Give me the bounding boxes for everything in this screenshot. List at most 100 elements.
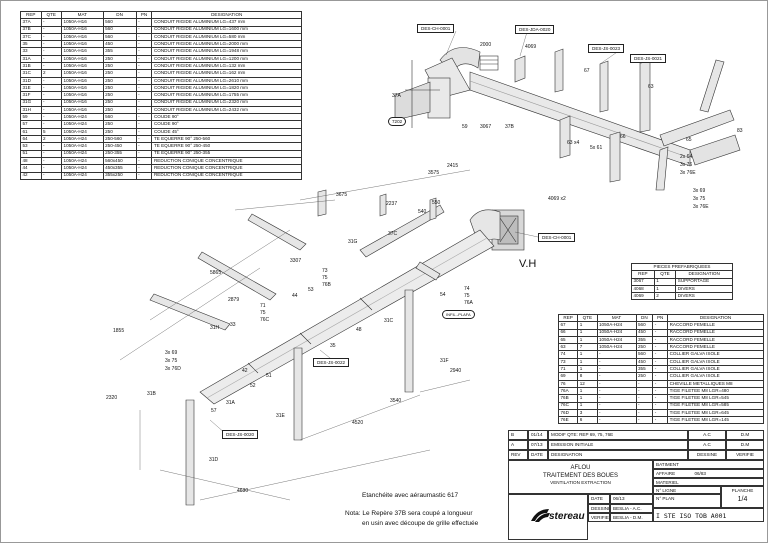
- table-cell: CONDUIT RIGIDE ALUMINIUM LG=1600 mm: [151, 25, 302, 34]
- table-cell: 74: [557, 350, 579, 359]
- view-label-vh: V.H: [519, 258, 537, 270]
- parts-table: REP QTE MAT DN PN DESIGNATION 37A-1050A-…: [20, 10, 302, 180]
- table-cell: 48: [20, 156, 42, 166]
- table-cell: 1: [653, 284, 677, 294]
- dimension-label: 3307: [290, 258, 302, 264]
- ref-label: 83: [737, 128, 743, 134]
- plan-label: N° PLAN: [653, 494, 721, 508]
- verifie-label: VERIFIE: [588, 513, 610, 522]
- callout-des-js-0021: DES-JS-0021: [630, 54, 667, 63]
- table-cell: -: [596, 416, 637, 425]
- planche-cell: PLANCHE 1/4: [721, 486, 764, 508]
- table-cell: 1: [577, 357, 598, 367]
- table-cell: -: [652, 394, 669, 403]
- table-cell: 53: [20, 142, 42, 151]
- table-cell: 1050A-H24: [61, 135, 104, 144]
- table-cell: 61: [20, 127, 42, 137]
- rev-a-date: 07/13: [528, 440, 548, 450]
- col-rep: REP: [631, 270, 655, 279]
- table-cell: 33: [20, 47, 42, 56]
- table-cell: REDUCTION CONIQUE CONCENTRIQUE: [151, 156, 302, 166]
- table-cell: CHEVILLE METALLIQUES M8: [667, 379, 764, 388]
- stereau-logo-icon: [531, 509, 550, 522]
- date-value: 06/13: [610, 494, 653, 504]
- table-cell: -: [40, 171, 63, 180]
- table-cell: 7: [577, 343, 598, 352]
- ref-label: 66: [620, 134, 626, 140]
- table-cell: REDUCTION CONIQUE CONCENTRIQUE: [151, 164, 302, 173]
- table-cell: 250-560: [102, 135, 137, 144]
- rev-b-designation: MODIF QTE: REP 69, 75, 76E: [548, 430, 688, 440]
- table-cell: RACCORD FEMELLE: [667, 321, 764, 330]
- table-cell: 66: [557, 328, 579, 337]
- table-cell: RACCORD FEMELLE: [667, 328, 764, 337]
- table-cell: 31F: [20, 91, 42, 100]
- ref-label: 3x 69: [165, 350, 178, 356]
- ref-label: 3x 76E: [680, 170, 696, 176]
- table-cell: -: [135, 127, 153, 137]
- ref-label: 53: [308, 287, 314, 293]
- table-cell: -: [135, 62, 153, 71]
- callout-des-jda-0020: DES-JDA-0020: [515, 25, 555, 34]
- table-cell: 1050A-H16: [61, 47, 104, 56]
- prefab-table: PIECES PREFABRIQUEES REP QTE DESIGNATION…: [631, 262, 733, 301]
- table-cell: 1050A-H16: [61, 76, 104, 85]
- rev-b-date: 01/14: [528, 430, 548, 440]
- table-cell: 450: [635, 328, 654, 337]
- table-cell: TIGE FILETEE M8 LGR=645: [667, 408, 764, 418]
- table-cell: 355: [102, 47, 137, 56]
- table-cell: -: [135, 83, 153, 93]
- table-cell: 250: [102, 62, 137, 71]
- table-cell: 76B: [557, 394, 579, 403]
- table-cell: 37C: [20, 32, 42, 42]
- table-cell: -: [135, 91, 153, 100]
- table-cell: 560: [102, 113, 137, 122]
- col-pn: PN: [135, 10, 153, 20]
- table-cell: -: [652, 328, 669, 337]
- table-cell: 42: [20, 171, 42, 180]
- table-cell: -: [635, 379, 654, 388]
- table-cell: 560x450: [102, 156, 137, 166]
- table-cell: -: [596, 372, 637, 381]
- table-cell: -: [635, 416, 654, 425]
- batiment-label: BATIMENT: [653, 460, 764, 469]
- table-cell: CONDUIT RIGIDE ALUMINIUM LG=2320 mm: [151, 98, 302, 107]
- ref-label: 37A: [392, 93, 401, 99]
- table-cell: 5: [40, 127, 63, 137]
- table-cell: -: [652, 343, 669, 352]
- table-cell: 450x355: [102, 164, 137, 173]
- ref-label: 73: [322, 268, 328, 274]
- title-line-1: TRAITEMENT DES BOUES: [543, 472, 618, 479]
- table-cell: 250-355: [102, 149, 137, 158]
- table-cell: SUPPORTAGE: [675, 277, 733, 286]
- table-cell: 1050A-H16: [61, 105, 104, 115]
- ref-label: 31E: [276, 413, 285, 419]
- ref-label: 74: [464, 286, 470, 292]
- table-cell: RACCORD FEMELLE: [667, 335, 764, 345]
- table-cell: 31D: [20, 76, 42, 85]
- ref-label: 54: [440, 292, 446, 298]
- dimension-label: 2320: [106, 395, 118, 401]
- table-cell: 1: [577, 401, 598, 410]
- rev-a-dessine: A.C: [688, 440, 726, 450]
- callout-des-js-0020: DES-JS-0020: [222, 430, 259, 439]
- table-cell: 1050A-H16: [61, 54, 104, 64]
- table-cell: 1050A-H24: [596, 343, 637, 352]
- date-label: DATE: [588, 494, 610, 504]
- table-cell: 44: [20, 164, 42, 173]
- ref-label: 31B: [147, 391, 156, 397]
- rev-a: A: [508, 440, 528, 450]
- table-cell: 76A: [557, 386, 579, 396]
- col-designation: DESIGNATION: [151, 10, 302, 20]
- table-cell: 69: [557, 372, 579, 381]
- ref-label: 57: [211, 408, 217, 414]
- table-cell: -: [40, 149, 63, 158]
